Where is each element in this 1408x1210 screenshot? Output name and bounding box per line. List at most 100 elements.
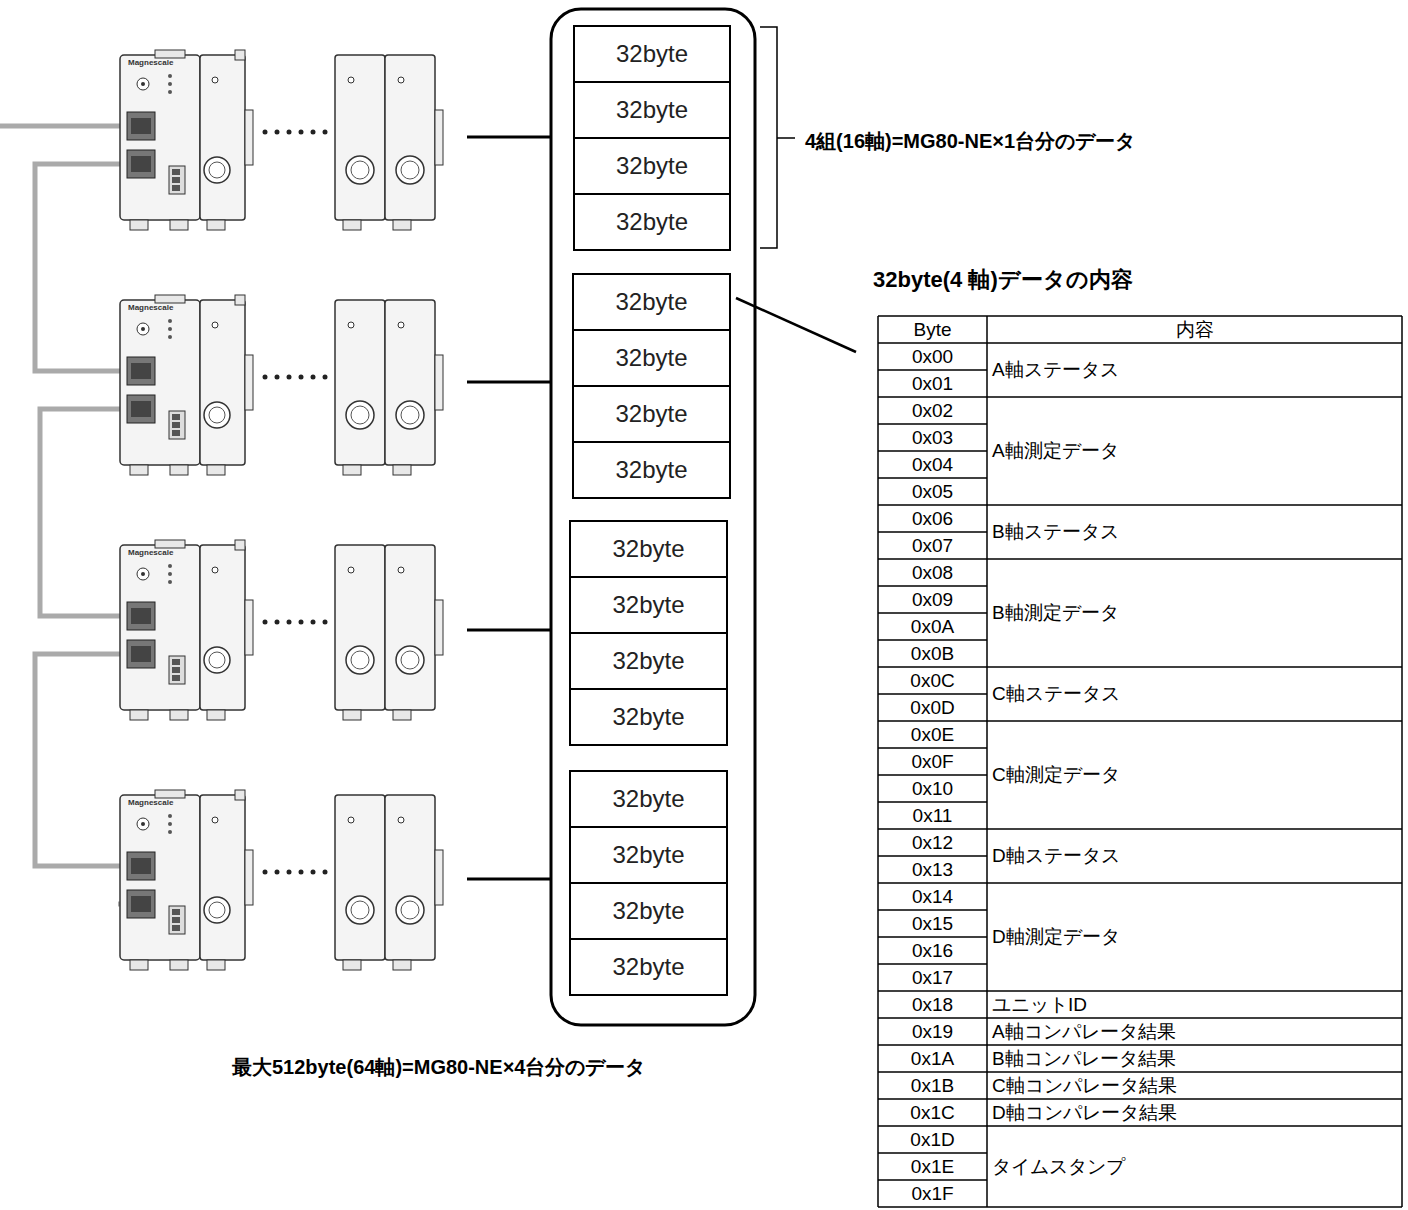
byte-content-text: A軸測定データ — [992, 438, 1119, 464]
table-line — [878, 774, 987, 776]
byte-offset-text: 0x0B — [911, 643, 954, 665]
byte-content: C軸ステータス — [987, 667, 1402, 721]
byte-offset: 0x1F — [878, 1180, 987, 1207]
block-size-text: 32byte — [612, 953, 684, 981]
block-size-text: 32byte — [615, 456, 687, 484]
data-block-box: 32byte — [572, 329, 731, 387]
data-block-box: 32byte — [569, 688, 728, 746]
table-line — [878, 828, 987, 830]
byte-offset: 0x00 — [878, 343, 987, 370]
table-line — [878, 1044, 987, 1046]
byte-content: A軸測定データ — [987, 397, 1402, 505]
table-line — [987, 1125, 1402, 1127]
table-line — [878, 747, 987, 749]
byte-offset: 0x19 — [878, 1018, 987, 1045]
byte-offset: 0x06 — [878, 505, 987, 532]
data-block-box: 32byte — [572, 441, 731, 499]
table-line — [878, 1071, 987, 1073]
data-block-box: 32byte — [569, 576, 728, 634]
table-line — [878, 693, 987, 695]
table-line — [987, 396, 1402, 398]
block-size-text: 32byte — [612, 897, 684, 925]
byte-content: B軸ステータス — [987, 505, 1402, 559]
device-illustration — [120, 295, 443, 475]
byte-offset-text: 0x04 — [912, 454, 953, 476]
byte-offset: 0x1E — [878, 1153, 987, 1180]
data-block-box: 32byte — [569, 520, 728, 578]
table-line — [878, 936, 987, 938]
table-line — [878, 720, 987, 722]
byte-offset: 0x09 — [878, 586, 987, 613]
byte-offset-text: 0x1B — [911, 1075, 954, 1097]
byte-content: A軸ステータス — [987, 343, 1402, 397]
byte-offset: 0x01 — [878, 370, 987, 397]
byte-offset-text: 0x1E — [911, 1156, 954, 1178]
table-line — [987, 1071, 1402, 1073]
block-size-text: 32byte — [616, 208, 688, 236]
byte-offset-text: 0x02 — [912, 400, 953, 422]
table-line — [878, 558, 987, 560]
byte-offset-text: 0x19 — [912, 1021, 953, 1043]
block-size-text: 32byte — [616, 40, 688, 68]
byte-offset: 0x14 — [878, 883, 987, 910]
byte-offset: 0x0D — [878, 694, 987, 721]
table-line — [987, 666, 1402, 668]
block-size-text: 32byte — [612, 703, 684, 731]
data-block-box: 32byte — [569, 770, 728, 828]
data-block-box: 32byte — [573, 137, 731, 195]
table-line — [877, 316, 879, 1207]
table-line — [878, 423, 987, 425]
table-header: Byte — [878, 316, 987, 343]
byte-offset: 0x0E — [878, 721, 987, 748]
block-size-text: 32byte — [616, 152, 688, 180]
byte-offset-text: 0x1A — [911, 1048, 954, 1070]
table-line — [878, 396, 987, 398]
table-line — [878, 369, 987, 371]
byte-content-text: C軸ステータス — [992, 681, 1120, 707]
byte-offset: 0x05 — [878, 478, 987, 505]
table-line — [878, 315, 1402, 317]
byte-offset-text: 0x1D — [910, 1129, 954, 1151]
data-block-box: 32byte — [572, 273, 731, 331]
block-size-text: 32byte — [612, 535, 684, 563]
table-grid — [878, 316, 1402, 1207]
byte-offset: 0x18 — [878, 991, 987, 1018]
byte-offset-text: 0x05 — [912, 481, 953, 503]
byte-content: A軸コンパレータ結果 — [987, 1018, 1402, 1045]
byte-offset: 0x1B — [878, 1072, 987, 1099]
byte-offset-text: 0x16 — [912, 940, 953, 962]
table-heading: 32byte(4 軸)データの内容 — [873, 265, 1133, 295]
byte-offset: 0x16 — [878, 937, 987, 964]
byte-content-text: B軸コンパレータ結果 — [992, 1046, 1176, 1072]
byte-offset-text: 0x14 — [912, 886, 953, 908]
brand-name: Magnescale — [128, 303, 173, 312]
byte-offset: 0x11 — [878, 802, 987, 829]
byte-offset-text: 0x00 — [912, 346, 953, 368]
bracket — [760, 27, 795, 248]
data-block-box: 32byte — [569, 938, 728, 996]
byte-offset: 0x13 — [878, 856, 987, 883]
byte-offset: 0x08 — [878, 559, 987, 586]
table-line — [987, 1044, 1402, 1046]
table-line — [878, 342, 1402, 344]
byte-content: C軸コンパレータ結果 — [987, 1072, 1402, 1099]
byte-content: B軸コンパレータ結果 — [987, 1045, 1402, 1072]
data-block-box: 32byte — [572, 385, 731, 443]
byte-offset-text: 0x13 — [912, 859, 953, 881]
byte-offset-text: 0x07 — [912, 535, 953, 557]
byte-offset: 0x15 — [878, 910, 987, 937]
byte-content-text: タイムスタンプ — [992, 1154, 1125, 1180]
table-line — [878, 909, 987, 911]
table-line — [878, 450, 987, 452]
device-illustration — [120, 50, 443, 230]
table-line — [1401, 316, 1403, 1207]
block-size-text: 32byte — [615, 288, 687, 316]
block-size-text: 32byte — [612, 785, 684, 813]
device-illustration — [120, 540, 443, 720]
table-header: 内容 — [987, 316, 1402, 343]
byte-offset-text: 0x09 — [912, 589, 953, 611]
byte-content: B軸測定データ — [987, 559, 1402, 667]
byte-content-text: D軸測定データ — [992, 924, 1120, 950]
byte-offset: 0x12 — [878, 829, 987, 856]
brand-name: Magnescale — [128, 548, 173, 557]
